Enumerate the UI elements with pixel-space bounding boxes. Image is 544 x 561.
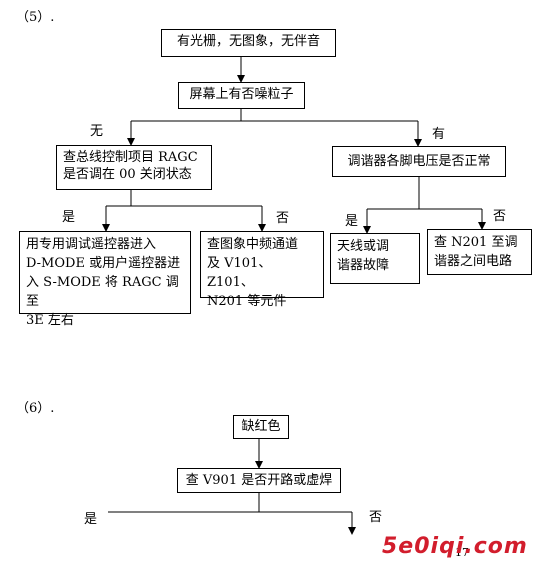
label-yes-6: 是	[84, 512, 98, 527]
label-yes: 有	[432, 127, 446, 142]
box-no-red: 缺红色	[233, 415, 289, 439]
box-ragc: 查总线控制项目 RAGC 是否调在 00 关闭状态	[56, 145, 212, 190]
label-no-6: 否	[369, 510, 383, 525]
section-5-label: （5）.	[16, 10, 55, 25]
box-antenna: 天线或调 谐器故障	[330, 233, 420, 284]
label-no-3: 否	[493, 209, 507, 224]
watermark-logo: 5e0iqi.com	[382, 534, 528, 559]
box-tuner-voltage: 调谐器各脚电压是否正常	[332, 146, 506, 177]
box-remote: 用专用调试遥控器进入 D-MODE 或用户遥控器进入 S-MODE 将 RAGC…	[19, 231, 191, 328]
page-number: 17	[455, 546, 469, 559]
box-noise: 屏幕上有否噪粒子	[178, 82, 305, 109]
label-no: 无	[90, 124, 104, 139]
label-no-2: 否	[276, 211, 290, 226]
label-yes-2: 是	[62, 210, 76, 225]
box-v901: 查 V901 是否开路或虚焊	[177, 468, 341, 493]
box-n201: 查 N201 至调 谐器之间电路	[427, 229, 532, 275]
box-if-channel: 查图象中频通道 及 V101、Z101、 N201 等元件	[200, 231, 324, 309]
box-start: 有光栅，无图象，无伴音	[161, 29, 336, 57]
section-6-label: （6）.	[16, 401, 55, 416]
label-yes-3: 是	[345, 214, 359, 229]
